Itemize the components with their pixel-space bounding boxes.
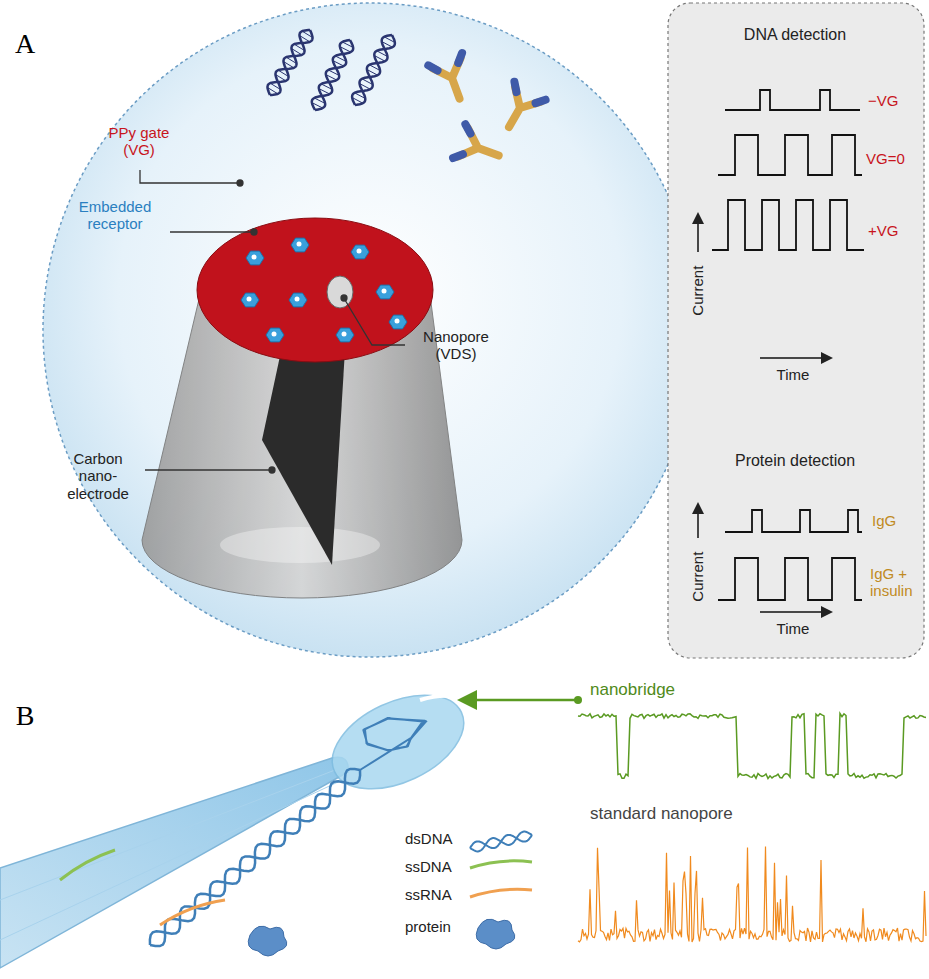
dna-strand xyxy=(312,40,350,110)
dna-rung xyxy=(352,98,363,104)
receptor xyxy=(336,328,354,342)
receptor-label: Embedded receptor xyxy=(65,198,165,233)
section-heading: DNA detection xyxy=(690,26,900,44)
receptor xyxy=(376,285,394,299)
dna-rung xyxy=(314,98,325,103)
legend-text: protein xyxy=(405,918,451,935)
receptor xyxy=(266,328,284,342)
receptor xyxy=(389,315,407,329)
current-trace xyxy=(712,200,864,250)
current-trace xyxy=(725,90,860,110)
dna-rung xyxy=(382,42,393,48)
dna-rung xyxy=(369,65,380,71)
current-trace xyxy=(718,135,862,175)
dna-rung xyxy=(328,70,339,75)
dna-rung xyxy=(342,42,353,47)
dna-strand xyxy=(150,769,360,946)
voltage-label: −VG xyxy=(868,92,920,109)
receptor-spot xyxy=(247,297,252,302)
axis-label: Time xyxy=(762,620,824,637)
dna-rung xyxy=(340,47,351,52)
dna-rung xyxy=(377,51,388,57)
dna-rung xyxy=(300,35,310,41)
receptor xyxy=(241,293,259,307)
current-trace xyxy=(718,558,862,600)
dna-rung xyxy=(367,70,378,76)
dna-rung xyxy=(333,61,344,66)
dna-strand xyxy=(352,35,392,105)
dna-rung xyxy=(312,103,323,108)
receptor-spot xyxy=(357,249,362,254)
dna-rung xyxy=(276,74,286,80)
dna-strand xyxy=(150,770,360,945)
trace-label: standard nanopore xyxy=(590,804,790,824)
dna-strand xyxy=(315,40,353,110)
legend-text: ssDNA xyxy=(405,858,452,875)
dna-rung xyxy=(335,56,346,61)
dna-strand xyxy=(270,30,313,95)
axis-label: Time xyxy=(762,366,824,383)
dna-rung xyxy=(326,75,337,80)
voltage-label: VG=0 xyxy=(866,150,924,167)
dna-rung xyxy=(374,56,385,62)
analyte-label: IgG xyxy=(872,512,922,529)
receptor-spot xyxy=(295,297,300,302)
dna-rung xyxy=(278,70,288,76)
dna-rung xyxy=(268,87,278,93)
dna-rung xyxy=(384,37,395,43)
panel-letter: A xyxy=(8,28,42,60)
voltage-label: +VG xyxy=(868,222,920,239)
receptor-spot xyxy=(297,242,302,247)
axis-label: Current xyxy=(689,256,706,326)
receptor-spot xyxy=(272,332,277,337)
trace-label: nanobridge xyxy=(590,680,730,700)
legend-text: dsDNA xyxy=(405,830,453,847)
dna-strand xyxy=(268,30,311,95)
receptor-spot xyxy=(395,319,400,324)
receptor-spot xyxy=(252,255,257,260)
electrode-label: Carbon nano-electrode xyxy=(55,450,141,502)
dna-rung xyxy=(321,84,332,89)
dna-strand xyxy=(470,832,532,852)
current-trace xyxy=(725,510,862,532)
receptor-spot xyxy=(382,289,387,294)
receptor xyxy=(351,245,369,259)
dna-rung xyxy=(294,44,304,50)
receptor-spot xyxy=(342,332,347,337)
dna-strand xyxy=(470,835,532,848)
legend-text: ssRNA xyxy=(405,886,452,903)
dna-rung xyxy=(284,61,294,67)
dna-rung xyxy=(270,83,280,89)
dna-rung xyxy=(355,93,366,99)
dna-rung xyxy=(302,31,312,37)
receptor xyxy=(289,293,307,307)
receptor xyxy=(246,251,264,265)
nanopore-label: Nanopore (VDS) xyxy=(410,328,502,363)
section-heading: Protein detection xyxy=(690,452,900,470)
dna-rung xyxy=(360,84,371,90)
panel-letter: B xyxy=(8,700,42,732)
dna-rung xyxy=(292,48,302,54)
axis-label: Current xyxy=(689,542,706,612)
dna-rung xyxy=(319,89,330,94)
dna-rung xyxy=(362,79,373,85)
dna-rung xyxy=(286,57,296,63)
analyte-label: IgG + insulin xyxy=(870,565,924,600)
receptor xyxy=(291,238,309,252)
dna-strand xyxy=(355,35,395,105)
gate-label: PPy gate (VG) xyxy=(100,124,178,159)
